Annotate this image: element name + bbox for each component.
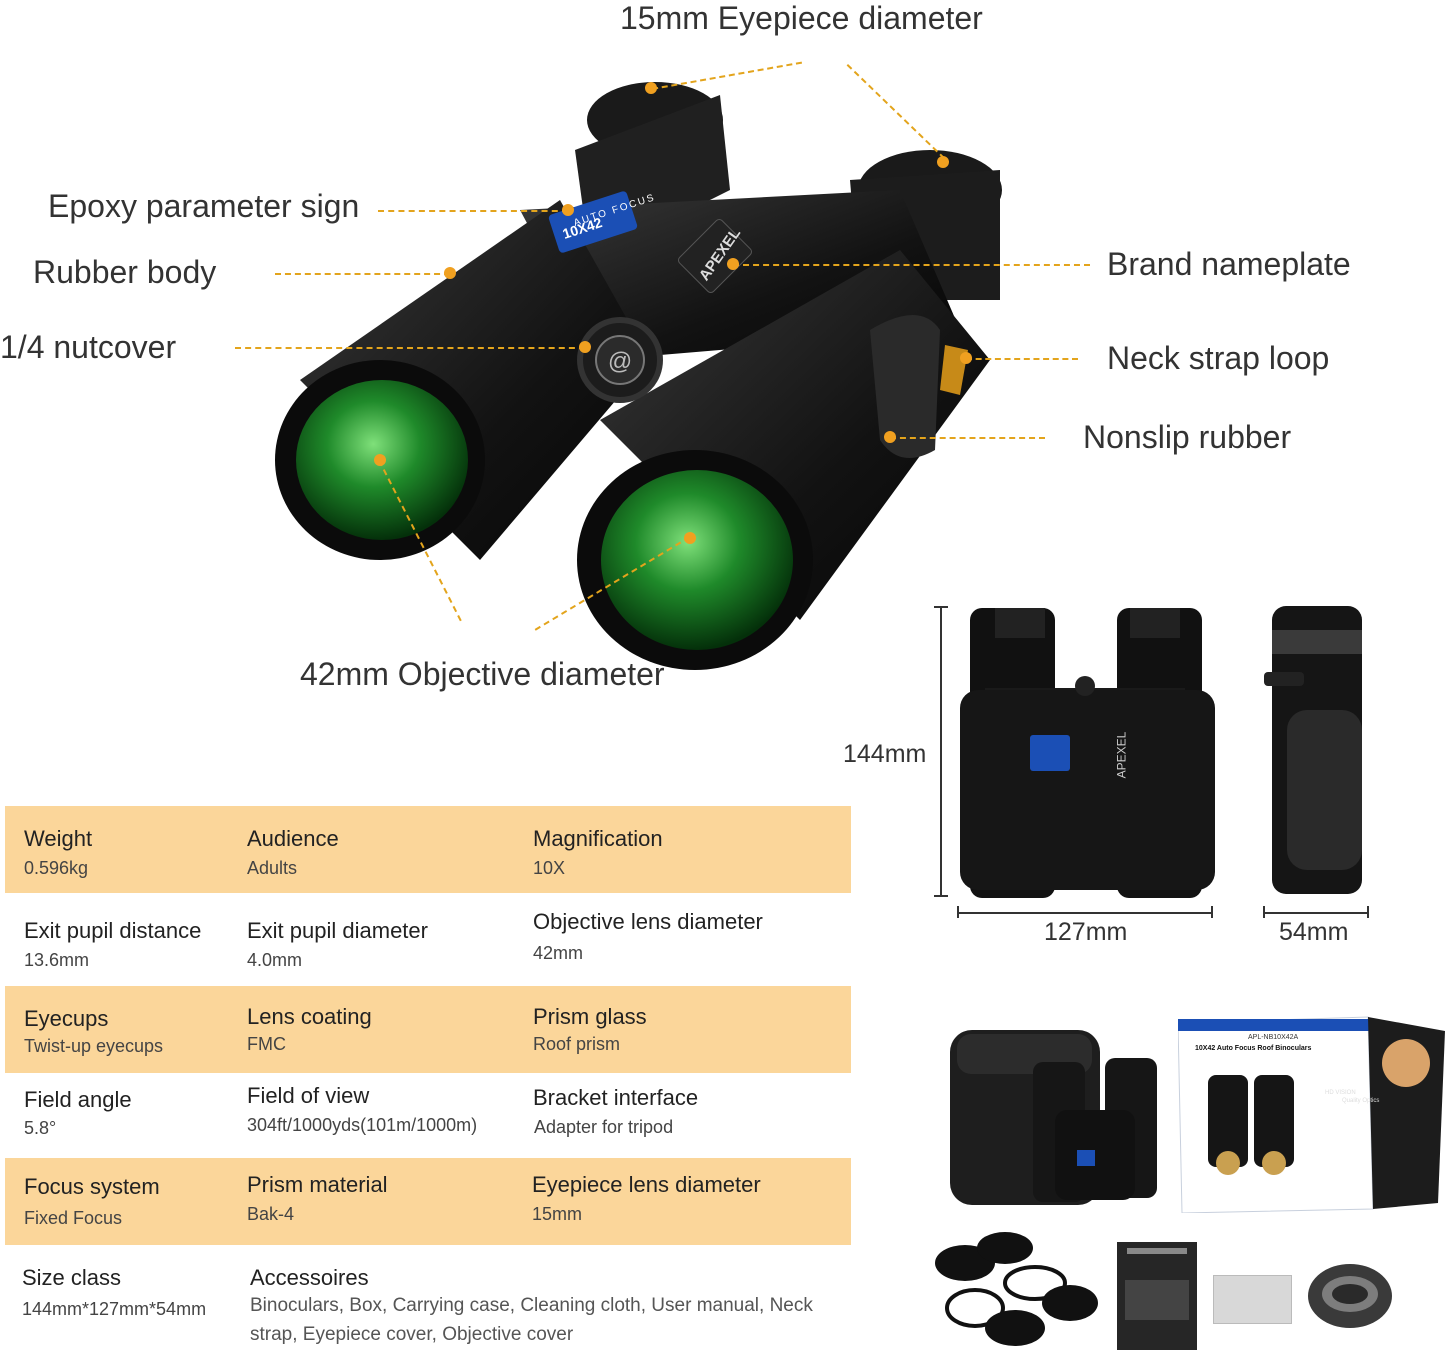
dot-nonslip: [884, 431, 896, 443]
spec-label: Field of view: [247, 1083, 370, 1108]
box-title: 10X42 Auto Focus Roof Binoculars: [1195, 1045, 1312, 1052]
dim-height-line: [940, 607, 942, 897]
spec-label: Eyecups: [24, 1006, 109, 1031]
dimension-side-view: [1264, 606, 1362, 894]
size-class-label: Size class: [22, 1265, 122, 1290]
accessories-value: Binoculars, Box, Carrying case, Cleaning…: [250, 1295, 813, 1345]
dot-rubber-body: [444, 267, 456, 279]
spec-label: Magnification: [533, 826, 663, 851]
box-side-text-2: Quality Optics: [1342, 1098, 1380, 1104]
dot-brand-plate: [727, 258, 739, 270]
dot-eyepiece-left: [645, 82, 657, 94]
spec-value: FMC: [247, 1034, 286, 1054]
spec-table: Weight 0.596kg Audience Adults Magnifica…: [5, 806, 851, 1351]
spec-value: 304ft/1000yds(101m/1000m): [247, 1115, 478, 1135]
spec-label: Bracket interface: [533, 1085, 699, 1110]
dim-height-tick-top: [934, 606, 948, 608]
spec-label: Prism glass: [533, 1004, 647, 1029]
spec-label: Audience: [247, 826, 339, 851]
spec-value: Fixed Focus: [24, 1208, 123, 1228]
dim-depth-tick-left: [1263, 906, 1265, 918]
spec-label: Field angle: [24, 1087, 132, 1112]
spec-row: Focus system Fixed Focus Prism material …: [5, 1158, 851, 1245]
spec-row: Weight 0.596kg Audience Adults Magnifica…: [5, 806, 851, 893]
dim-width-label: 127mm: [1044, 918, 1128, 946]
dim-depth-label: 54mm: [1279, 918, 1349, 946]
dim-width-tick-right: [1211, 906, 1213, 918]
spec-row: Size class 144mm*127mm*54mm Accessoires …: [5, 1245, 851, 1355]
callout-objective: 42mm Objective diameter: [300, 656, 665, 692]
box-tag: APL-NB10X42A: [1248, 1034, 1299, 1041]
spec-label: Exit pupil diameter: [247, 918, 428, 943]
product-box-image: [1178, 1016, 1445, 1213]
spec-row: Exit pupil distance 13.6mm Exit pupil di…: [5, 893, 851, 980]
spec-value: 5.8°: [24, 1118, 57, 1138]
spec-row: Field angle 5.8° Field of view 304ft/100…: [5, 1073, 851, 1160]
spec-label: Weight: [24, 826, 93, 851]
spec-value: Twist-up eyecups: [24, 1036, 164, 1056]
leader-nutcover: [235, 347, 585, 349]
user-manual-image: [1117, 1242, 1197, 1350]
callout-nonslip: Nonslip rubber: [1083, 419, 1292, 455]
spec-label: Prism material: [247, 1172, 388, 1197]
callout-neck-strap: Neck strap loop: [1107, 340, 1330, 376]
spec-label: Exit pupil distance: [24, 918, 202, 943]
spec-label: Focus system: [24, 1174, 160, 1199]
spec-value: 42mm: [533, 943, 584, 963]
spec-value: Roof prism: [533, 1034, 621, 1054]
dot-epoxy: [562, 204, 574, 216]
hero-binocular-image: @: [275, 82, 1002, 670]
spec-label: Lens coating: [247, 1004, 372, 1029]
dim-width-line: [957, 912, 1213, 914]
callout-rubber-body: Rubber body: [33, 254, 217, 290]
dot-objective-left: [374, 454, 386, 466]
dim-height-tick-bottom: [934, 895, 948, 897]
dot-objective-right: [684, 532, 696, 544]
dim-height-label: 144mm: [843, 740, 927, 768]
size-class-value: 144mm*127mm*54mm: [22, 1299, 207, 1319]
callout-brand-plate: Brand nameplate: [1107, 246, 1351, 282]
leader-neck-strap: [966, 358, 1078, 360]
leader-epoxy: [378, 210, 568, 212]
leader-rubber-body: [275, 273, 450, 275]
front-view-brand: APEXEL: [1114, 731, 1129, 779]
spec-label: Eyepiece lens diameter: [532, 1172, 761, 1197]
spec-value: 4.0mm: [247, 950, 303, 970]
dim-depth-line: [1263, 912, 1369, 914]
carrying-case-image: [950, 1030, 1157, 1205]
box-side-text: HD VISION: [1325, 1090, 1356, 1096]
spec-label: Objective lens diameter: [533, 909, 763, 934]
spec-value: Bak-4: [247, 1204, 295, 1224]
svg-text:@: @: [608, 348, 632, 375]
neck-strap-image: [1308, 1264, 1392, 1328]
leader-nonslip: [890, 437, 1045, 439]
spec-value: 0.596kg: [24, 858, 89, 878]
dot-nutcover: [579, 341, 591, 353]
spec-row: Eyecups Twist-up eyecups Lens coating FM…: [5, 986, 851, 1073]
spec-value: 15mm: [532, 1204, 583, 1224]
dimension-front-view: [960, 608, 1215, 898]
spec-value: 10X: [533, 858, 566, 878]
spec-value: 13.6mm: [24, 950, 90, 970]
lens-covers-image: [935, 1232, 1098, 1346]
dim-depth-tick-right: [1367, 906, 1369, 918]
accessories-label: Accessoires: [250, 1265, 369, 1290]
dot-eyepiece-right: [937, 156, 949, 168]
callout-nutcover: 1/4 nutcover: [0, 329, 177, 365]
dot-neck-strap: [960, 352, 972, 364]
callout-epoxy: Epoxy parameter sign: [48, 188, 360, 224]
spec-value: Adapter for tripod: [534, 1117, 674, 1137]
cleaning-cloth-image: [1213, 1275, 1292, 1324]
callout-eyepiece: 15mm Eyepiece diameter: [620, 0, 983, 36]
spec-value: Adults: [247, 858, 298, 878]
dim-width-tick-left: [957, 906, 959, 918]
leader-brand-plate: [733, 264, 1090, 266]
